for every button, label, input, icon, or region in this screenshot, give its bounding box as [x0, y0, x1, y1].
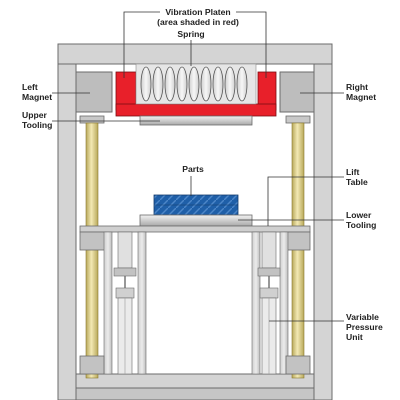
vibration-platen-sublabel: (area shaded in red) [157, 17, 239, 27]
left-rod-base [79, 355, 105, 375]
right-rod-base [285, 355, 311, 375]
left-magnet-label-line1: Left [22, 82, 38, 92]
spring-label: Spring [177, 29, 204, 39]
left-magnet [75, 71, 113, 113]
spring [135, 63, 257, 105]
left-guide-rod [79, 115, 105, 379]
right-magnet-label-line1: Right [346, 82, 368, 92]
leader-lines [52, 11, 344, 322]
lower-tooling-label-line2: Tooling [346, 220, 376, 230]
left-lift-columns [103, 231, 147, 375]
variable-pressure-label-line2: Pressure [346, 322, 383, 332]
lower-tooling [139, 214, 253, 227]
machine-frame [57, 43, 333, 400]
vibration-platen-label: Vibration Platen [165, 7, 230, 17]
variable-pressure-label-line1: Variable [346, 312, 379, 322]
right-lift-columns [251, 231, 289, 375]
parts-label: Parts [182, 164, 204, 174]
right-magnet [279, 71, 315, 113]
lift-table-label-line2: Table [346, 177, 368, 187]
lower-tooling-label-line1: Lower [346, 210, 372, 220]
lift-table-label-line1: Lift [346, 167, 359, 177]
left-magnet-label-line2: Magnet [22, 92, 52, 102]
lift-table [79, 225, 311, 251]
upper-tooling-label-line2: Tooling [22, 120, 52, 130]
right-guide-rod [285, 115, 311, 379]
upper-tooling-label-line1: Upper [22, 110, 47, 120]
diagram-labels: Vibration Platen (area shaded in red) Sp… [22, 7, 383, 342]
upper-tooling [139, 115, 253, 126]
right-magnet-label-line2: Magnet [346, 92, 376, 102]
variable-pressure-label-line3: Unit [346, 332, 363, 342]
